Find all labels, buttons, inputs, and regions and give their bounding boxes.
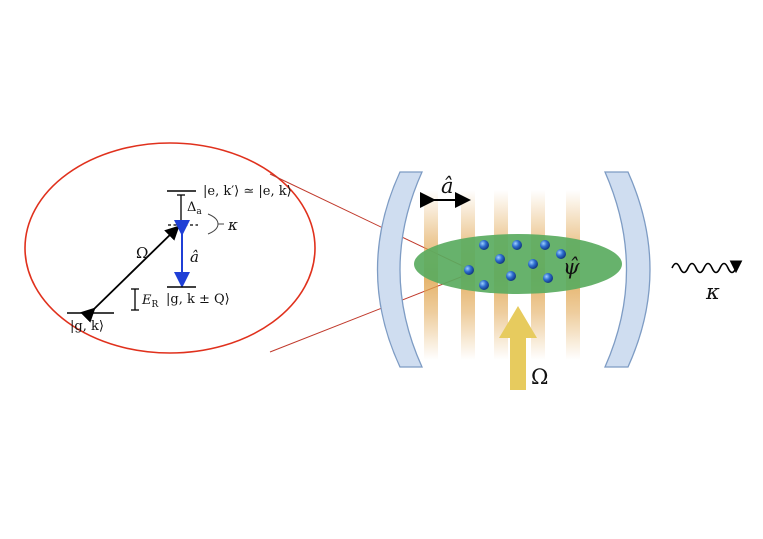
- atom: [506, 271, 516, 281]
- atom: [495, 254, 505, 264]
- detuning-bracket: [177, 194, 185, 223]
- atom-cloud: [414, 234, 622, 294]
- excited-level-label: |e, k′⟩ ≃ |e, k⟩: [203, 184, 292, 199]
- cavity-mode-label: â: [441, 174, 454, 198]
- atom: [479, 240, 489, 250]
- shifted-ground-label: |g, k ± Q⟩: [166, 292, 230, 307]
- atoms-group: [464, 240, 566, 290]
- atom: [512, 240, 522, 250]
- atom: [528, 259, 538, 269]
- ground-level-label: |g, k⟩: [70, 319, 104, 334]
- atom: [543, 273, 553, 283]
- atom: [479, 280, 489, 290]
- atom: [540, 240, 550, 250]
- cavity-transition-label: â: [190, 248, 199, 266]
- atomic-detuning-label: Δa: [187, 200, 202, 217]
- pump-transition-arrow: [80, 225, 180, 323]
- recoil-bracket: [131, 288, 139, 311]
- left-mirror: [376, 171, 424, 368]
- pump-arrow: [499, 306, 537, 390]
- atom: [556, 249, 566, 259]
- atom: [464, 265, 474, 275]
- right-mirror: [604, 171, 651, 368]
- kappa-brace: [207, 213, 219, 235]
- pump-label: Ω: [531, 365, 548, 389]
- atom-field-label: ψ̂: [563, 255, 580, 279]
- decay-wiggle-arrow: [671, 260, 743, 274]
- zoom-ellipse: [24, 142, 316, 354]
- pump-transition-label: Ω: [136, 244, 148, 262]
- decay-label: κ: [705, 280, 720, 304]
- level-kappa-label: κ: [227, 216, 238, 234]
- recoil-label: ER: [141, 293, 159, 310]
- zoom-line-bottom: [269, 272, 472, 353]
